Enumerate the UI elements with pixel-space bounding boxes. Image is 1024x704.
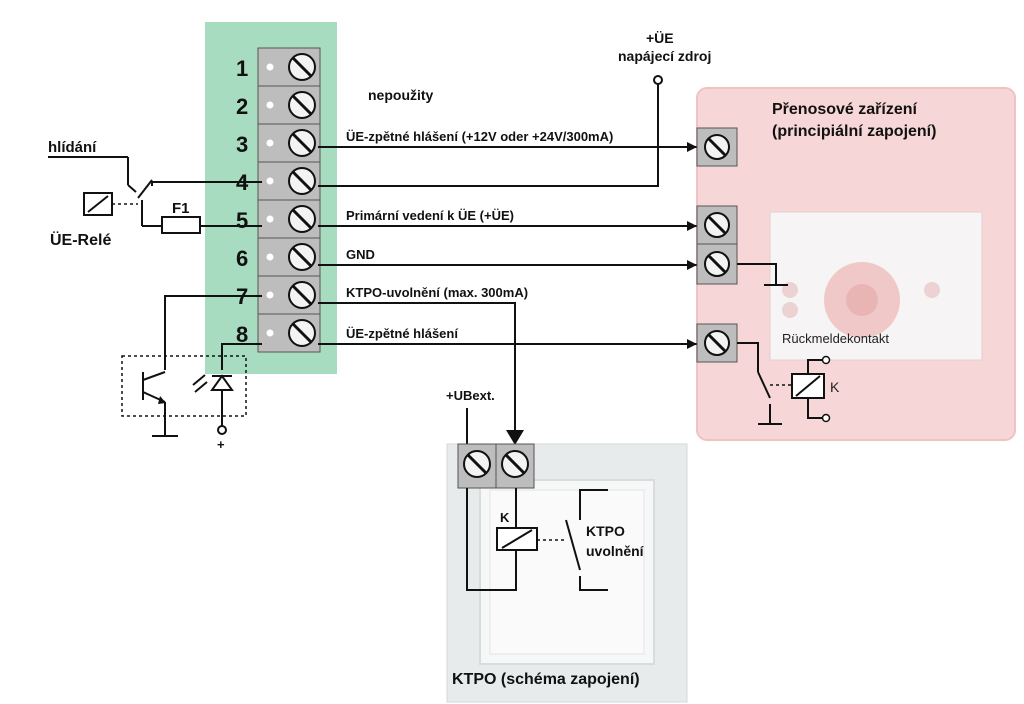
ktpo-caption: KTPO (schéma zapojení) [452, 671, 640, 688]
terminal-block [257, 47, 321, 353]
transmitter-title-1: Přenosové zařízení [772, 101, 918, 118]
terminal-number-1: 1 [236, 56, 248, 81]
terminal-number-5: 5 [236, 208, 248, 233]
relay-circuit [48, 156, 262, 234]
plus-sign-label: + [217, 437, 225, 452]
fuse-f1 [161, 216, 201, 234]
watch-label: hlídání [48, 139, 97, 156]
wire8-label: ÜE-zpětné hlášení [346, 326, 458, 341]
ubext-label: +UBext. [446, 388, 495, 403]
rueckmelde-label: Rückmeldekontakt [782, 331, 889, 346]
relay-name-label: ÜE-Relé [50, 230, 111, 249]
ktpo-label-1: KTPO [586, 523, 625, 539]
ktpo-circuit [457, 408, 608, 591]
wires [318, 75, 697, 445]
transmitter-title-2: (principiální zapojení) [772, 123, 936, 140]
supply-plus-label: +ÜE [646, 30, 674, 46]
fuse-label: F1 [172, 200, 190, 217]
unused-label: nepoužity [368, 87, 434, 103]
terminal-number-3: 3 [236, 132, 248, 157]
terminal-number-2: 2 [236, 94, 248, 119]
output-circuit [121, 295, 262, 437]
supply-name-label: napájecí zdroj [618, 48, 711, 64]
wire7-label: KTPO-uvolnění (max. 300mA) [346, 285, 528, 300]
transmitter-terminals [696, 127, 831, 425]
ktpo-k-label: K [500, 510, 510, 525]
terminal-number-6: 6 [236, 246, 248, 271]
wire6-label: GND [346, 247, 375, 262]
transmitter-device [696, 87, 1016, 441]
ktpo-label-2: uvolnění [586, 543, 645, 559]
relay-k-label: K [830, 379, 840, 395]
terminal-number-8: 8 [236, 322, 248, 347]
wire3-label: ÜE-zpětné hlášení (+12V oder +24V/300mA) [346, 129, 613, 144]
wire5-label: Primární vedení k ÜE (+ÜE) [346, 208, 514, 223]
